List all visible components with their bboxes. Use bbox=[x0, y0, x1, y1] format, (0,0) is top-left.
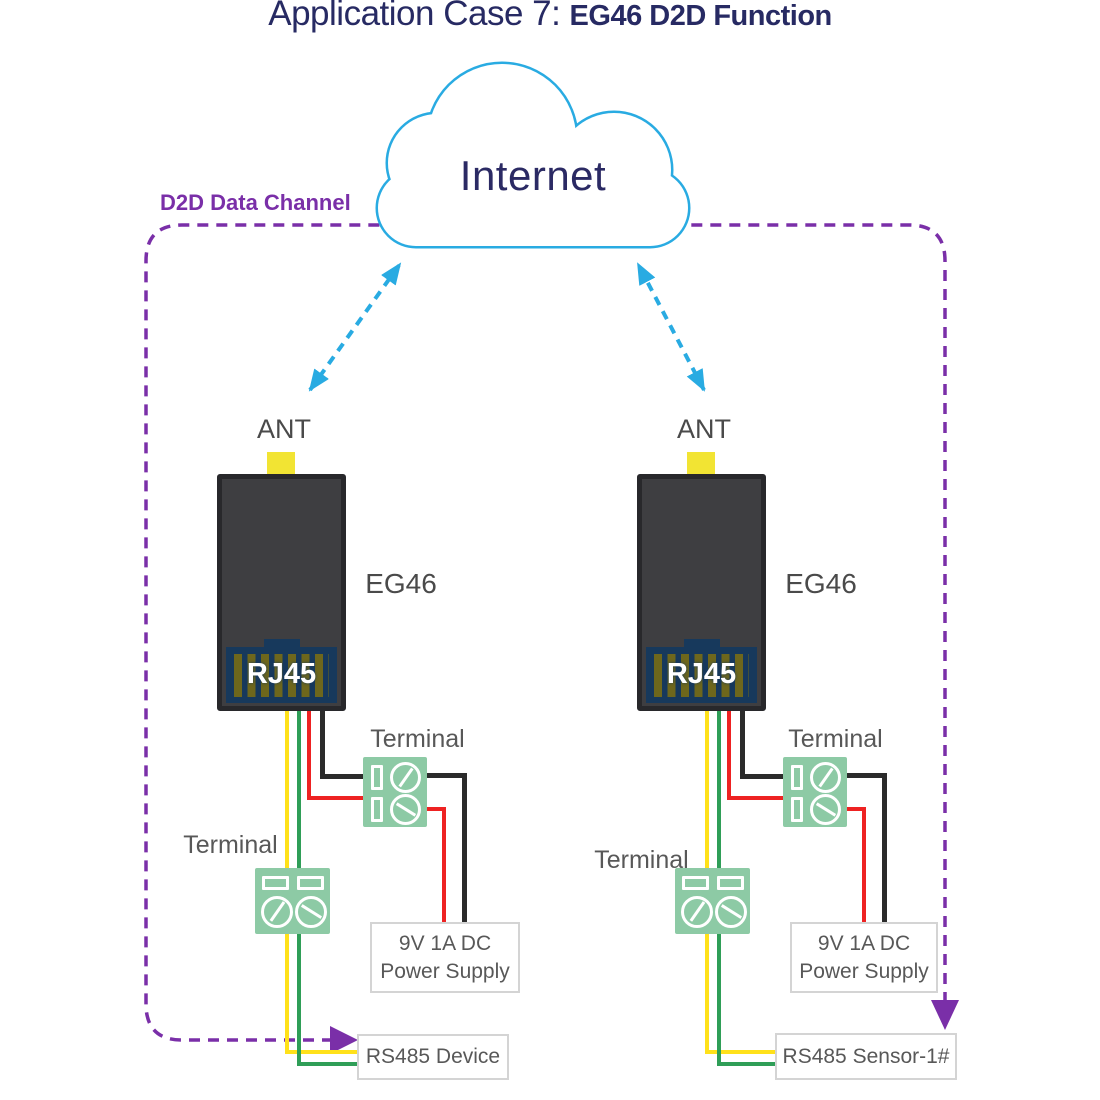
terminal-screw-icon bbox=[810, 794, 841, 825]
terminal-slot bbox=[262, 876, 289, 890]
terminal-screw-icon bbox=[810, 762, 841, 793]
page-title-suffix: EG46 D2D Function bbox=[569, 0, 833, 32]
lower-terminal-block bbox=[255, 868, 330, 934]
wire-yellow bbox=[705, 1050, 778, 1054]
wire-red bbox=[307, 708, 311, 800]
upper-terminal-label: Terminal bbox=[370, 725, 465, 753]
rj45-port: RJ45 bbox=[226, 639, 337, 703]
eg46-device: RJ45 bbox=[217, 474, 346, 711]
antenna-connector bbox=[687, 452, 715, 476]
wire-green bbox=[717, 1062, 778, 1066]
wire-red bbox=[727, 708, 731, 800]
signal-arrow-left bbox=[308, 262, 402, 392]
rs485-endpoint-label: RS485 Sensor-1# bbox=[782, 1044, 950, 1068]
terminal-slot bbox=[371, 765, 383, 790]
wire-black bbox=[740, 774, 785, 779]
power-supply-box: 9V 1A DC Power Supply bbox=[370, 922, 520, 993]
wire-red bbox=[427, 807, 446, 811]
wire-red bbox=[847, 807, 866, 811]
d2d-channel-label: D2D Data Channel bbox=[160, 190, 351, 215]
antenna-label: ANT bbox=[257, 414, 311, 444]
wire-yellow bbox=[285, 1050, 360, 1054]
wire-black bbox=[427, 773, 467, 778]
terminal-slot bbox=[791, 765, 803, 790]
lower-terminal-label: Terminal bbox=[594, 846, 689, 874]
wire-red bbox=[307, 796, 365, 800]
page-title: Application Case 7: EG46 D2D Function bbox=[0, 0, 1100, 34]
power-supply-line2: Power Supply bbox=[380, 959, 510, 983]
wire-red bbox=[442, 807, 446, 922]
terminal-slot bbox=[791, 797, 803, 822]
wire-black bbox=[882, 773, 887, 922]
terminal-screw-icon bbox=[390, 762, 421, 793]
terminal-screw-icon bbox=[390, 794, 421, 825]
antenna-label: ANT bbox=[677, 414, 731, 444]
rj45-label: RJ45 bbox=[666, 657, 737, 690]
rj45-notch bbox=[683, 639, 720, 648]
rj45-notch bbox=[263, 639, 300, 648]
rj45-label: RJ45 bbox=[246, 657, 317, 690]
terminal-screw-icon bbox=[681, 896, 713, 928]
rs485-endpoint-box: RS485 Device bbox=[357, 1034, 509, 1080]
rs485-endpoint-label: RS485 Device bbox=[365, 1045, 501, 1069]
terminal-slot bbox=[371, 797, 383, 822]
terminal-screw-icon bbox=[715, 896, 747, 928]
power-supply-line2: Power Supply bbox=[799, 959, 929, 983]
terminal-slot bbox=[717, 876, 744, 890]
rj45-pins-icon bbox=[654, 654, 749, 697]
device-model-label: EG46 bbox=[365, 568, 437, 599]
wire-red bbox=[727, 796, 785, 800]
wire-black bbox=[462, 773, 467, 922]
wire-black bbox=[740, 708, 745, 779]
eg46-device: RJ45 bbox=[637, 474, 766, 711]
signal-arrow-right bbox=[636, 262, 706, 392]
wire-black bbox=[320, 774, 365, 779]
wire-black bbox=[847, 773, 887, 778]
d2d-arrow-left-icon bbox=[330, 1026, 358, 1054]
internet-label: Internet bbox=[459, 152, 607, 199]
terminal-screw-icon bbox=[261, 896, 293, 928]
upper-terminal-label: Terminal bbox=[788, 725, 883, 753]
terminal-slot bbox=[682, 876, 709, 890]
power-supply-line1: 9V 1A DC bbox=[817, 932, 911, 956]
upper-terminal-block bbox=[363, 757, 427, 827]
lower-terminal-label: Terminal bbox=[183, 831, 278, 859]
d2d-arrow-right-icon bbox=[931, 1000, 959, 1030]
wire-black bbox=[320, 708, 325, 779]
power-supply-box: 9V 1A DC Power Supply bbox=[790, 922, 938, 993]
rs485-endpoint-box: RS485 Sensor-1# bbox=[775, 1033, 957, 1080]
lower-terminal-block bbox=[675, 868, 750, 934]
terminal-screw-icon bbox=[295, 896, 327, 928]
wire-green bbox=[297, 1062, 360, 1066]
power-supply-line1: 9V 1A DC bbox=[398, 932, 492, 956]
wire-red bbox=[862, 807, 866, 922]
rj45-pins-icon bbox=[234, 654, 329, 697]
device-model-label: EG46 bbox=[785, 568, 857, 599]
page-title-prefix: Application Case 7: bbox=[268, 0, 570, 33]
terminal-slot bbox=[297, 876, 324, 890]
antenna-connector bbox=[267, 452, 295, 476]
rj45-port: RJ45 bbox=[646, 639, 757, 703]
upper-terminal-block bbox=[783, 757, 847, 827]
